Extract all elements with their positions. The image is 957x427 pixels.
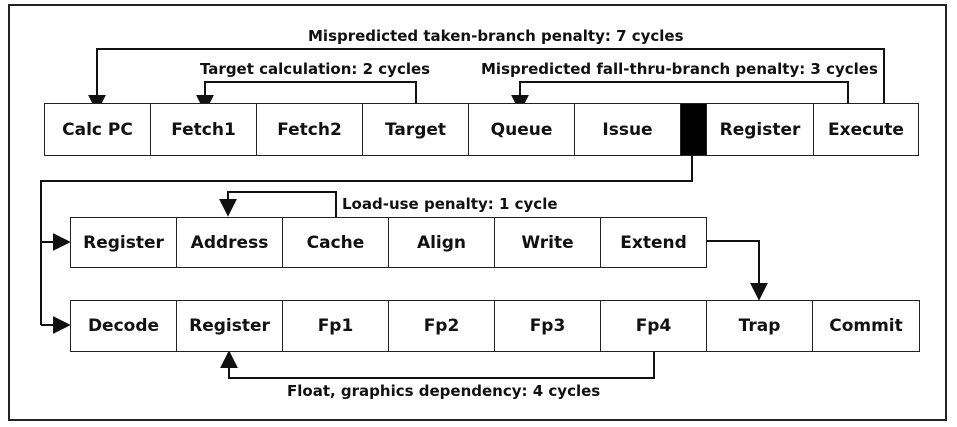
issue-to-pipes-line [40,155,693,325]
row2-stage-write: Write [495,218,601,267]
row1-stage-fetch1: Fetch1 [151,104,257,155]
load-use-arrow [219,191,337,217]
row1-stage-queue: Queue [469,104,575,155]
row1-stage-stall [681,104,707,155]
row3-stage-fp2: Fp2 [389,301,495,351]
row1-stage-target: Target [363,104,469,155]
row1-stage-register: Register [707,104,814,155]
row1-stage-calc-pc: Calc PC [45,104,151,155]
row2-stage-cache: Cache [283,218,389,267]
row3-stage-register: Register [177,301,283,351]
row2-stage-register: Register [71,218,177,267]
row1-stage-execute: Execute [828,119,904,140]
target-calc-label: Target calculation: 2 cycles [200,60,431,78]
row3-stage-trap: Trap [707,301,813,351]
target-calc-arrow [196,81,417,113]
load-use-label: Load-use penalty: 1 cycle [342,195,558,213]
extend-to-trap-arrow [706,240,768,301]
row2-stage-extend: Extend [620,232,687,253]
diagram-frame [8,4,947,421]
taken-branch-label: Mispredicted taken-branch penalty: 7 cyc… [308,27,684,45]
row3-stage-fp3: Fp3 [495,301,601,351]
row3-stage-commit: Commit [829,316,903,336]
float-dep-arrow [220,350,655,379]
row1-stage-fetch2: Fetch2 [257,104,363,155]
fallthru-branch-arrow [511,81,849,113]
row1-stage-issue: Issue [575,104,681,155]
row3-stage-decode: Decode [71,301,177,351]
row2-stage-address: Address [177,218,283,267]
row3-stage-fp1: Fp1 [283,301,389,351]
fallthru-branch-label: Mispredicted fall-thru-branch penalty: 3… [481,60,878,78]
taken-branch-arrow [88,48,885,113]
float-dep-label: Float, graphics dependency: 4 cycles [287,382,601,400]
row3-stage-fp4: Fp4 [601,301,707,351]
row2-stage-align: Align [389,218,495,267]
